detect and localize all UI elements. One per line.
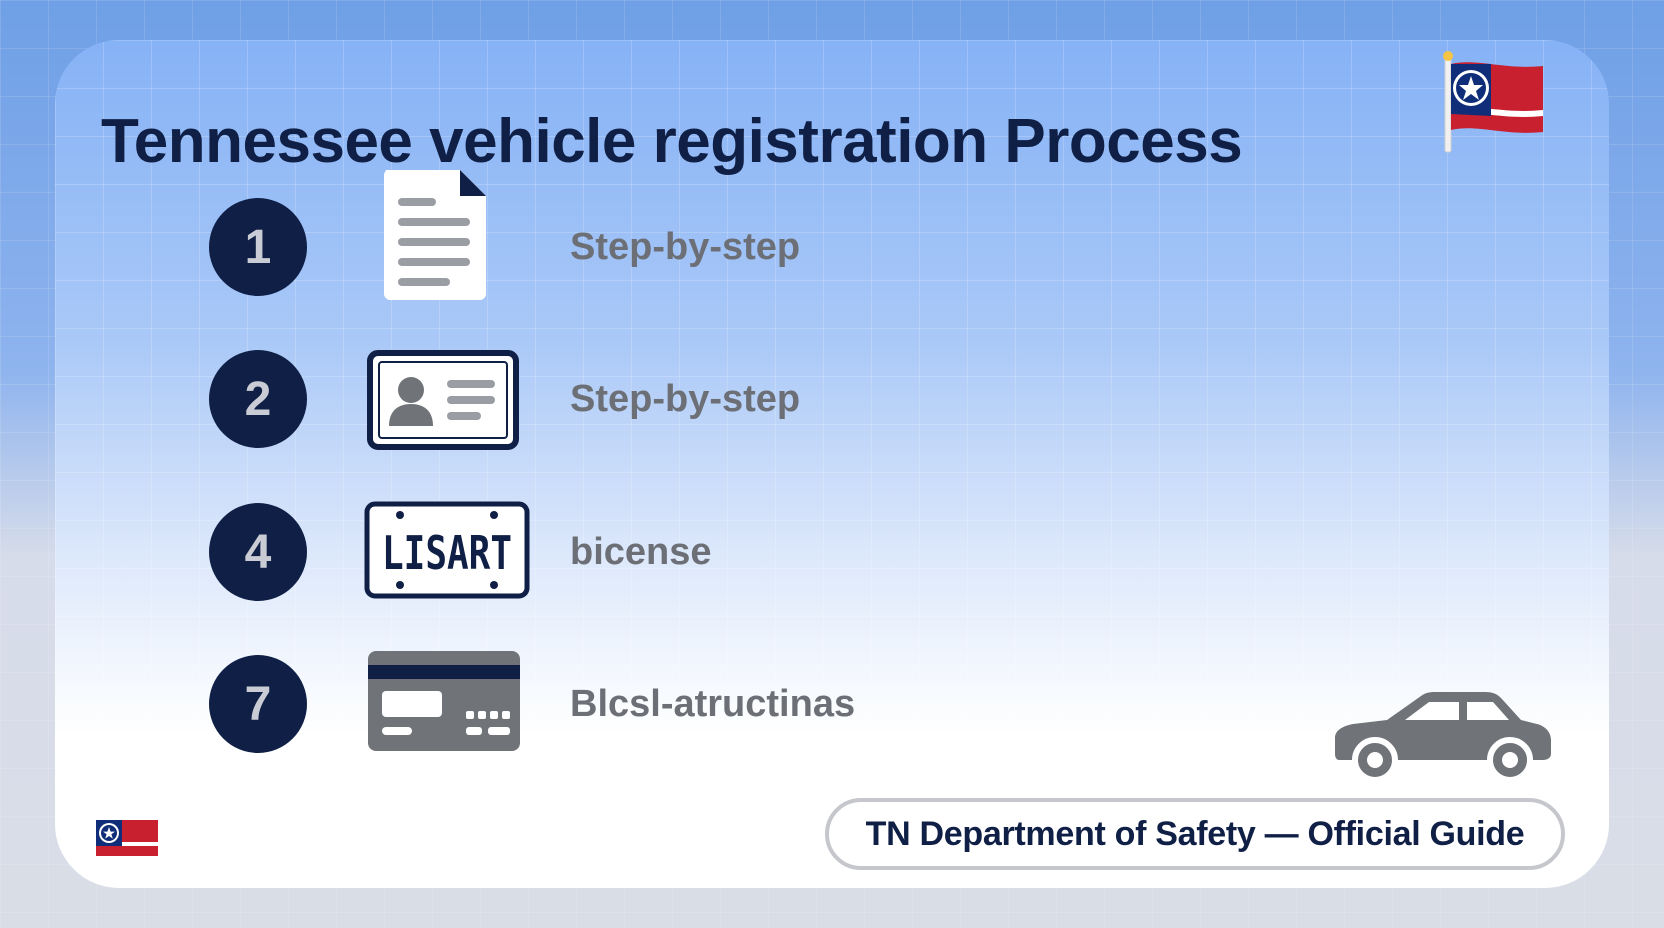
official-guide-badge: TN Department of Safety — Official Guide: [825, 798, 1565, 870]
step-number-badge: 4: [209, 503, 307, 601]
step-item: 7 Blcsl-atructinas: [55, 645, 1609, 755]
plate-text: LISART: [382, 526, 512, 580]
payment-card-icon: [368, 651, 520, 751]
step-label: Step-by-step: [570, 226, 801, 268]
guide-card: Tennessee vehicle registration Process 1: [55, 40, 1609, 888]
step-label: Step-by-step: [570, 378, 801, 420]
tennessee-flag-icon: [96, 818, 158, 863]
step-number-badge: 1: [209, 198, 307, 296]
official-guide-text: TN Department of Safety — Official Guide: [865, 814, 1525, 853]
id-card-icon: [367, 350, 519, 450]
step-label: Blcsl-atructinas: [570, 683, 856, 725]
car-icon: [1325, 690, 1555, 787]
document-icon: [380, 164, 490, 302]
step-item: 1 Step-by-step: [55, 170, 1609, 300]
step-label: bicense: [570, 531, 712, 573]
license-plate-icon: LISART: [364, 501, 530, 599]
step-item: 4 LISART bicense: [55, 493, 1609, 603]
step-number-badge: 2: [209, 350, 307, 448]
step-item: 2 Step-by-step: [55, 340, 1609, 450]
tennessee-flag-icon: [1443, 44, 1553, 159]
page-title: Tennessee vehicle registration Process: [101, 107, 1243, 176]
step-number-badge: 7: [209, 655, 307, 753]
